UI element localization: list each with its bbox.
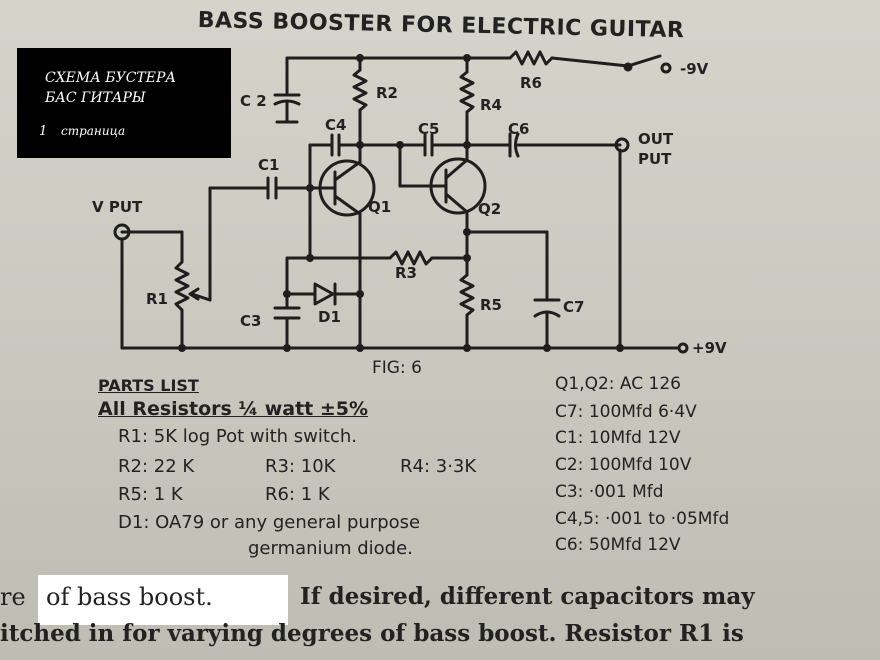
spec-item: C1: 10Mfd 12V [555,428,681,448]
r1-potentiometer [174,260,190,312]
part-r3: R3: 10K [265,456,336,477]
label-r3: R3 [395,264,417,282]
part-r6: R6: 1 K [265,484,330,505]
label-supply-positive: +9V [692,339,727,357]
r5-resistor [459,273,475,317]
label-r6: R6 [520,74,542,92]
label-c2: C 2 [240,92,267,110]
overlay-caption-box: СХЕМА БУСТЕРА БАС ГИТАРЫ 1 страница [17,48,231,158]
body-text-line-1: If desired, different capacitors may [300,583,755,610]
label-r2: R2 [376,84,398,102]
label-r1: R1 [146,290,168,308]
spec-item: C6: 50Mfd 12V [555,535,681,555]
highlight-box [38,575,288,625]
r4-resistor [459,70,475,114]
r3-resistor [388,250,434,266]
r6-resistor [508,50,554,66]
d1-diode [313,282,335,306]
label-c5: C5 [418,120,440,138]
spec-item: C3: ·001 Mfd [555,482,664,502]
spec-item: C7: 100Mfd 6·4V [555,402,697,422]
part-r1: R1: 5K log Pot with switch. [118,426,357,447]
overlay-line-1: СХЕМА БУСТЕРА [45,70,176,86]
part-r2: R2: 22 K [118,456,195,477]
overlay-page-word: страница [61,124,126,138]
part-d1-continued: germanium diode. [248,538,413,559]
body-text-highlight: of bass boost. [46,583,213,611]
label-input: V PUT [92,198,143,216]
label-r5: R5 [480,296,502,314]
switch-terminal [623,62,633,72]
positive-terminal [677,342,689,354]
part-r5: R5: 1 K [118,484,183,505]
output-jack [614,137,630,153]
part-d1: D1: OA79 or any general purpose [118,512,421,533]
parts-list-header: PARTS LIST [98,376,199,395]
label-c4: C4 [325,116,347,134]
part-r4: R4: 3·3K [400,456,477,477]
overlay-page-number: 1 [39,124,48,139]
r6-to-switch-wire [550,56,630,68]
label-output: OUT [638,130,674,148]
r2-resistor [352,68,368,112]
overlay-line-2: БАС ГИТАРЫ [45,90,146,106]
switch-terminal-open [660,62,672,74]
resistors-header: All Resistors ¼ watt ±5% [98,398,369,420]
label-q2: Q2 [478,200,502,218]
power-switch [626,54,662,68]
label-c3: C3 [240,312,262,330]
spec-item: Q1,Q2: AC 126 [555,374,681,394]
label-supply-negative: -9V [680,60,709,78]
label-c7: C7 [563,298,585,316]
body-text-fragment: re [0,583,26,611]
label-c1: C1 [258,156,280,174]
label-r4: R4 [480,96,502,114]
label-q1: Q1 [368,198,392,216]
figure-caption: FIG: 6 [372,358,422,378]
label-d1: D1 [318,308,341,326]
spec-item: C4,5: ·001 to ·05Mfd [555,509,730,529]
label-c6: C6 [508,120,530,138]
label-output-2: PUT [638,150,672,168]
spec-item: C2: 100Mfd 10V [555,455,692,475]
body-text-line-2: itched in for varying degrees of bass bo… [0,620,744,647]
